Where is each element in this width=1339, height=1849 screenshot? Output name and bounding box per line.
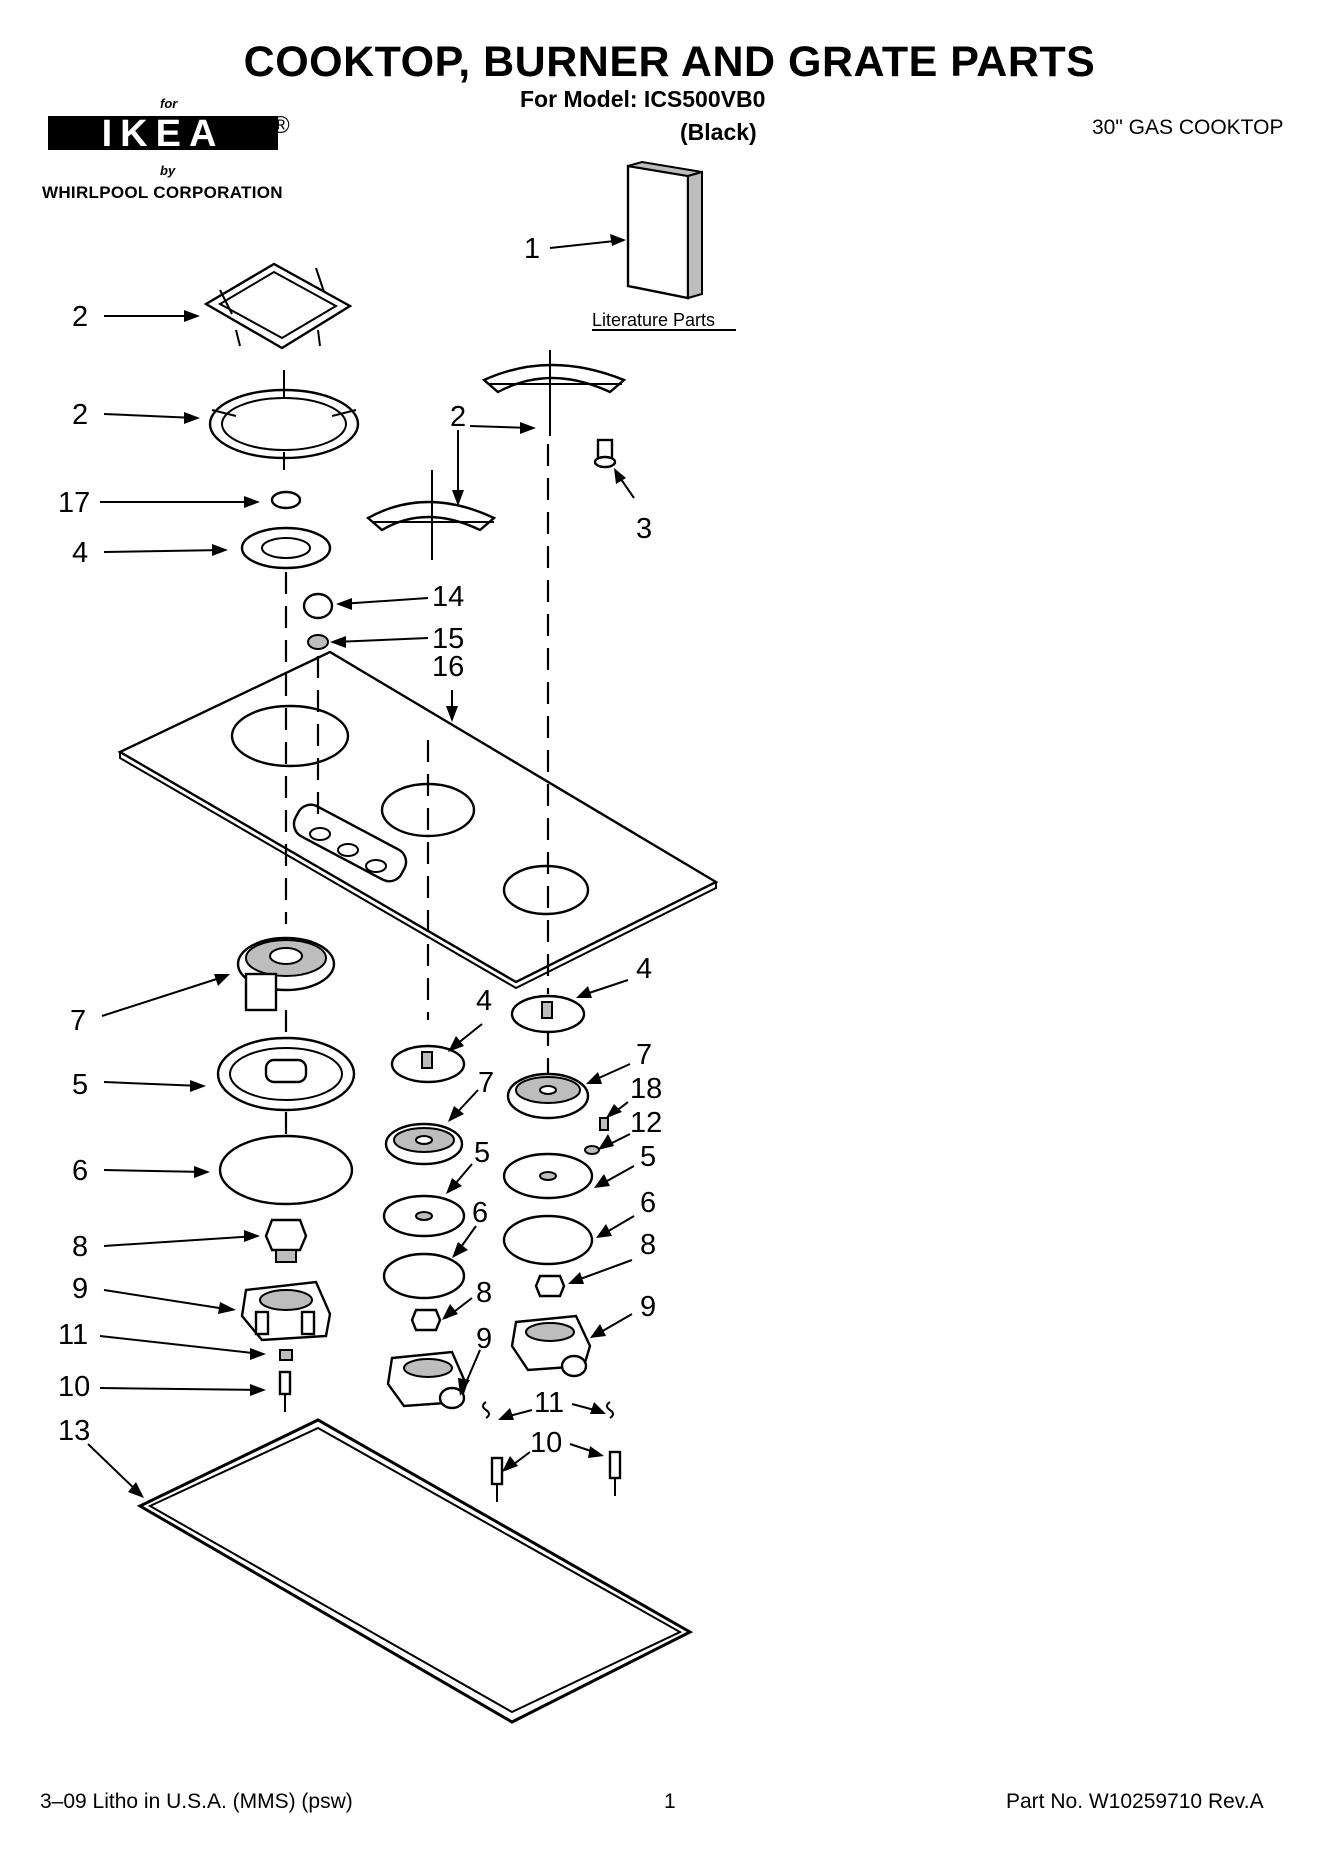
ikea-logo: IKEA [48,113,278,155]
burner-head-center [384,1122,464,1166]
screw [599,1117,609,1131]
cooktop-glass [117,650,719,990]
callout-10a: 10 [58,1371,90,1403]
leader-2b [103,413,197,419]
model-number: For Model: ICS500VB0 [520,86,766,112]
leader-9a [103,1289,233,1311]
center-grate [365,470,497,560]
callout-8c: 8 [640,1229,656,1261]
burner-base-large [240,1280,332,1342]
footer-litho: 3–09 Litho in U.S.A. (MMS) (psw) [40,1790,353,1813]
burner-base-center [386,1350,468,1410]
callout-18: 18 [630,1073,662,1105]
page-number: 1 [664,1790,676,1813]
callout-4c: 4 [636,953,652,985]
callout-10b: 10 [530,1427,562,1459]
callout-2b: 2 [72,399,88,431]
gasket-right [502,1214,594,1266]
leader-6a [103,1169,207,1173]
callout-5b: 5 [474,1137,490,1169]
logo-for-text: for [160,96,178,111]
callout-3: 3 [636,513,652,545]
burner-base-right [510,1314,592,1378]
leader-8a [103,1235,257,1247]
callout-11a: 11 [58,1319,88,1351]
registered-mark: ® [272,112,290,139]
knob-post [593,438,617,469]
electrode-left [278,1370,292,1412]
logo-brand-text: IKEA [102,113,225,155]
callout-6a: 6 [72,1155,88,1187]
callout-1: 1 [524,233,540,265]
knob [302,592,334,620]
orifice-large [264,1218,308,1263]
clip-left [279,1349,293,1361]
callout-7b: 7 [478,1067,494,1099]
product-type: 30" GAS COOKTOP [1092,116,1284,139]
leader-13 [87,1443,141,1495]
callout-17: 17 [58,487,90,519]
callout-6b: 6 [472,1197,488,1229]
page-title: COOKTOP, BURNER AND GRATE PARTS [243,38,1096,86]
callout-5c: 5 [640,1141,656,1173]
burner-cap-center [390,1044,466,1084]
callout-2a: 2 [72,301,88,333]
gasket-large [218,1134,354,1206]
burner-plate-large [216,1036,356,1112]
burner-ring-4a [240,526,332,570]
callout-8b: 8 [476,1277,492,1309]
callout-11b: 11 [534,1387,564,1419]
burner-plate-center [382,1194,466,1238]
knob-bezel [307,634,329,650]
model-variant: (Black) [680,119,757,145]
callout-9c: 9 [640,1291,656,1323]
cooktop-gasket-frame [136,1418,694,1724]
callout-6c: 6 [640,1187,656,1219]
leader-10a [99,1387,263,1391]
callout-4a: 4 [72,537,88,569]
leader-7a [101,975,227,1017]
leader-14 [339,597,429,605]
leader-5a [103,1081,203,1087]
burner-head-right [506,1072,590,1120]
part-number: Part No. W10259710 Rev.A [1006,1790,1264,1813]
callout-2c: 2 [450,401,466,433]
logo-corporation: WHIRLPOOL CORPORATION [42,183,283,202]
square-grate [203,262,353,350]
washer [584,1145,600,1155]
electrode-center [490,1456,504,1502]
callout-9b: 9 [476,1323,492,1355]
leader-4a [103,549,225,553]
callout-12: 12 [630,1107,662,1139]
callout-5a: 5 [72,1069,88,1101]
burner-plate-right [502,1152,594,1200]
callout-4b: 4 [476,985,492,1017]
leader-11a [99,1335,263,1355]
gasket-center [382,1252,466,1300]
clip-right [606,1401,614,1419]
callout-7c: 7 [636,1039,652,1071]
literature-booklet [626,160,703,300]
callout-16: 16 [432,651,464,683]
right-grate [481,350,627,436]
callout-8a: 8 [72,1231,88,1263]
burner-cap-right [510,994,586,1034]
round-grate [208,370,360,470]
callout-15: 15 [432,623,464,655]
burner-cap-small [270,490,302,510]
callout-13: 13 [58,1415,90,1447]
orifice-center [410,1308,442,1332]
electrode-right [608,1450,622,1496]
callout-7a: 7 [70,1005,86,1037]
orifice-right [534,1274,566,1298]
callout-9a: 9 [72,1273,88,1305]
burner-head-large [236,936,336,1012]
clip-center [482,1401,490,1419]
logo-by-text: by [160,163,176,178]
leader-15 [333,637,429,643]
callout-14: 14 [432,581,464,613]
literature-label: Literature Parts [592,310,715,330]
